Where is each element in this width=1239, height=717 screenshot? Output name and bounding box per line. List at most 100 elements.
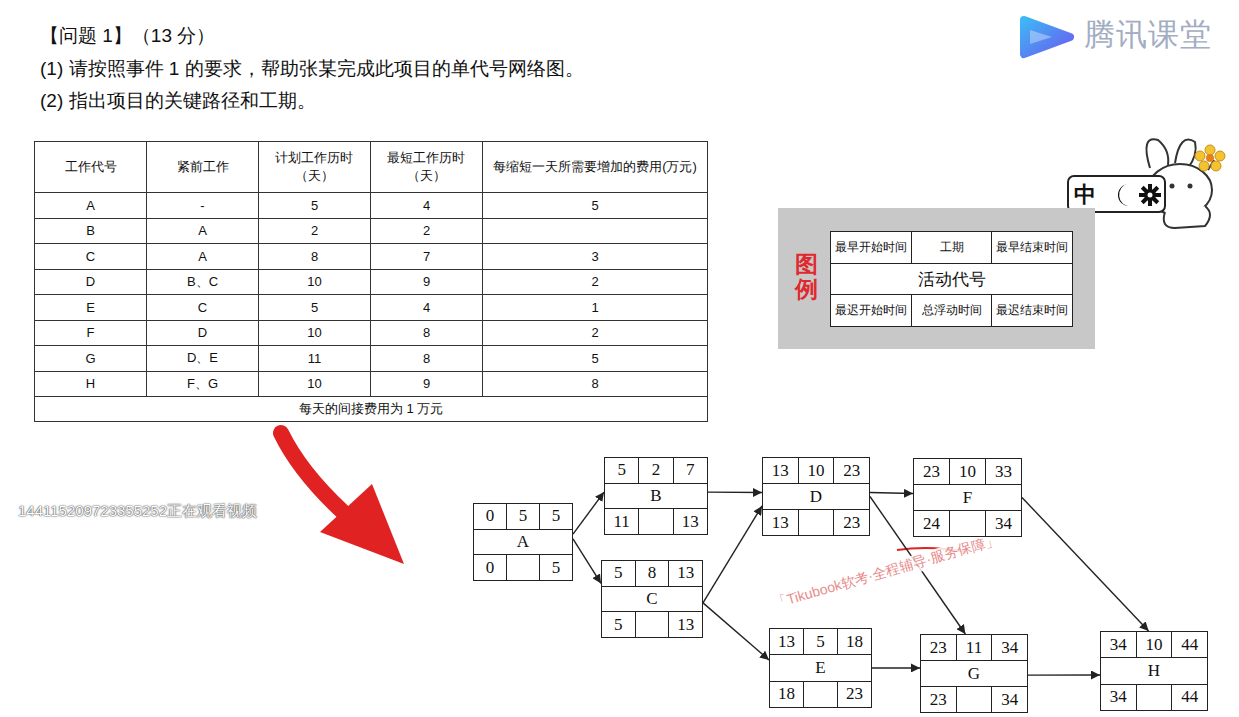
node-cell: 13 (669, 561, 702, 586)
table-cell: C (147, 295, 259, 321)
red-arrow (281, 433, 404, 564)
table-cell: 最短工作历时（天） (371, 142, 483, 193)
node-cell (636, 612, 670, 637)
node-row: 513 (602, 612, 702, 637)
time-value: 34 (1001, 690, 1018, 710)
node-cell: 5 (540, 504, 572, 529)
time-value: 44 (1181, 635, 1198, 655)
node-row: D (763, 484, 869, 510)
time-value: 18 (846, 632, 863, 652)
node-row: E (770, 655, 871, 681)
node-cell: D (763, 484, 869, 509)
node-cell: 8 (636, 561, 670, 586)
table-cell: 5 (483, 346, 708, 372)
table-value: 9 (423, 274, 430, 289)
node-row: H (1101, 658, 1207, 684)
table-cell: 2 (259, 218, 371, 244)
table-value: 8 (423, 351, 430, 366)
table-value: B、C (187, 274, 218, 289)
time-value: 23 (923, 462, 940, 482)
table-value: 2 (423, 223, 430, 238)
node-row: 2434 (914, 511, 1021, 536)
table-value: 3 (591, 249, 598, 264)
table-cell: 8 (259, 244, 371, 270)
time-value: 10 (959, 462, 976, 482)
node-cell: 最早结束时间 (992, 232, 1072, 263)
dependency-arrow (573, 492, 604, 534)
table-cell: 2 (483, 269, 708, 295)
dependency-arrow (703, 506, 762, 603)
node-cell (957, 687, 993, 712)
node-cell: 2 (639, 458, 673, 483)
node-cell: 23 (921, 687, 957, 712)
node-cell: 23 (834, 458, 869, 483)
time-value: 2 (652, 460, 661, 480)
node-row: G (921, 661, 1027, 687)
table-note: 每天的间接费用为 1 万元 (299, 401, 443, 416)
table-value: - (200, 198, 204, 213)
node-cell: 23 (838, 682, 871, 707)
table-value: E (86, 300, 95, 315)
table-row: 每天的间接费用为 1 万元 (35, 397, 708, 422)
table-cell: H (35, 371, 147, 397)
time-value: 23 (843, 461, 860, 481)
time-value: 最早结束时间 (996, 239, 1068, 256)
time-value: 0 (486, 558, 495, 578)
table-cell: 紧前工作 (147, 142, 259, 193)
node-cell: 33 (986, 459, 1021, 484)
node-cell: 34 (1101, 632, 1137, 657)
dependency-arrow (1028, 674, 1100, 675)
dependency-arrow (870, 493, 913, 494)
time-value: 5 (519, 506, 528, 526)
table-row: EC541 (35, 295, 708, 321)
node-cell: 最迟开始时间 (831, 295, 912, 326)
node-row: 1113 (605, 509, 707, 534)
node-cell: B (605, 484, 707, 509)
node-row: 13 5 18 (770, 629, 871, 655)
time-value: 总浮动时间 (922, 302, 982, 319)
node-cell (804, 682, 838, 707)
table-value: 4 (423, 198, 430, 213)
node-cell: 5 (602, 612, 636, 637)
table-cell: F (35, 320, 147, 346)
node-cell: 23 (921, 635, 957, 660)
table-value: A (198, 223, 207, 238)
time-value: 5 (816, 632, 825, 652)
sticker-text: 中 (1074, 180, 1096, 210)
node-cell: 24 (914, 511, 950, 536)
time-value: 33 (995, 462, 1012, 482)
table-cell: 每缩短一天所需要增加的费用(万元) (483, 142, 708, 193)
node-cell: 活动代号 (831, 264, 1072, 295)
time-value: 13 (677, 563, 694, 583)
node-cell: H (1101, 658, 1207, 683)
table-value: 11 (308, 351, 322, 366)
node-cell: 10 (1137, 632, 1173, 657)
activity-node: 131023D1323 (762, 457, 870, 536)
time-value: 23 (843, 513, 860, 533)
node-cell: A (474, 530, 572, 555)
table-value: 1 (591, 300, 598, 315)
table-row: BA22 (35, 218, 708, 244)
dependency-arrow (1022, 498, 1149, 632)
table-row: CA873 (35, 244, 708, 270)
table-cell: F、G (147, 371, 259, 397)
table-cell: 9 (371, 371, 483, 397)
node-cell: 5 (605, 458, 639, 483)
node-row: 活动代号 (831, 264, 1072, 296)
table-cell: 4 (371, 193, 483, 219)
viewer-watermark: 144115209723355252正在观看视频 (18, 502, 257, 521)
node-row: 1823 (770, 682, 871, 707)
activity-node: 341044H3444 (1100, 631, 1208, 711)
question-text: (2) 指出项目的关键路径和工期。 (40, 88, 316, 114)
time-value: 7 (686, 460, 695, 480)
node-cell: 13 (763, 458, 799, 483)
activity-code: D (810, 487, 822, 507)
node-row: C (602, 587, 702, 613)
activity-code: E (815, 658, 825, 678)
node-cell: 13 (770, 629, 804, 654)
time-value: 23 (930, 690, 947, 710)
activity-code: B (650, 486, 661, 506)
table-value: 8 (591, 376, 598, 391)
watermark: 「Tikubook软考·全程辅导·服务保障」 (770, 531, 1003, 614)
table-cell: B、C (147, 269, 259, 295)
